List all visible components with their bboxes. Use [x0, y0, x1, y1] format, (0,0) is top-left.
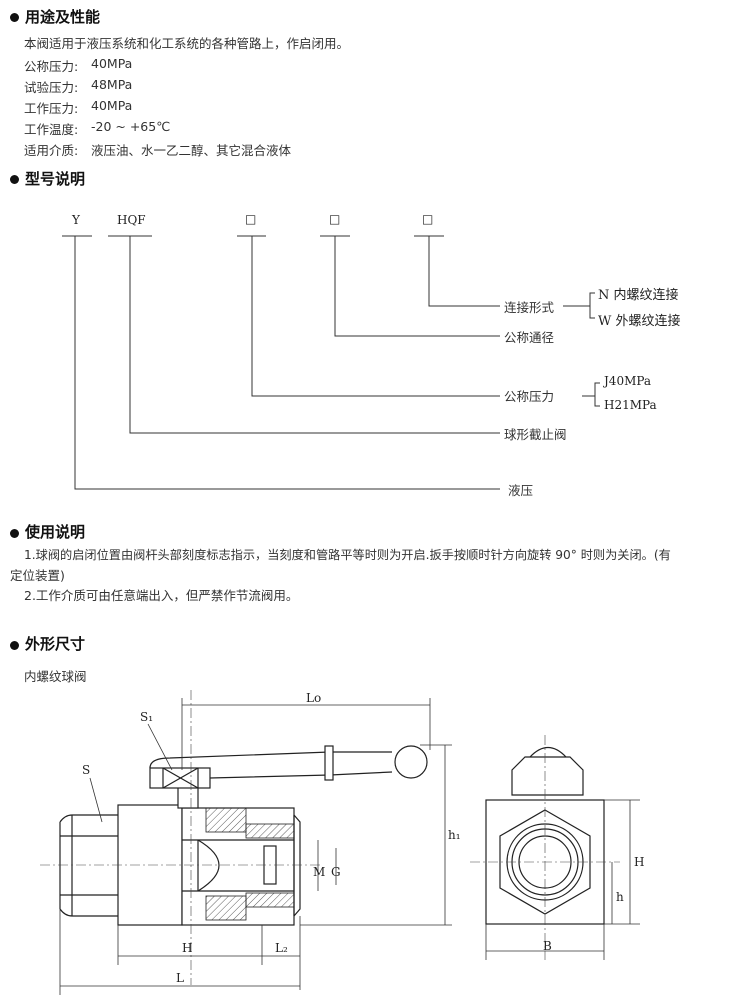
- section-title-model: 型号说明: [25, 170, 86, 188]
- dim-label-l2: L₂: [275, 941, 288, 955]
- label-ball-valve: 球形截止阀: [504, 427, 567, 442]
- dim-label-s: S: [82, 763, 91, 777]
- section-title-dimensions: 外形尺寸: [25, 635, 86, 653]
- spec-value: -20 ~ +65℃: [91, 119, 171, 134]
- spec-label: 适用介质:: [24, 143, 79, 158]
- dim-label-h1: h₁: [448, 828, 461, 842]
- usage-intro: 本阀适用于液压系统和化工系统的各种管路上，作启闭用。: [24, 36, 350, 51]
- model-code-diameter: □: [329, 212, 341, 226]
- dim-label-h-front: H: [182, 941, 193, 955]
- model-code-pressure: □: [245, 212, 257, 226]
- instruction-line-1b: 定位装置): [10, 568, 65, 583]
- spec-label: 试验压力:: [24, 80, 79, 95]
- section-bullet: [10, 529, 19, 538]
- dim-label-g: G: [331, 865, 341, 879]
- dim-label-lo: Lo: [306, 691, 322, 705]
- label-connection-form: 连接形式: [504, 300, 555, 315]
- dim-label-m: M: [313, 865, 326, 879]
- dimensions-subtitle: 内螺纹球阀: [24, 669, 87, 684]
- spec-label: 工作温度:: [24, 122, 79, 137]
- dim-label-h-side: H: [634, 855, 645, 869]
- instruction-line-2: 2.工作介质可由任意端出入，但严禁作节流阀用。: [24, 588, 299, 603]
- label-nominal-diameter: 公称通径: [504, 330, 555, 345]
- section-bullet: [10, 13, 19, 22]
- connection-option-n: N 内螺纹连接: [598, 288, 679, 303]
- dim-label-s1: S₁: [140, 710, 154, 724]
- pressure-option-h: H21MPa: [604, 398, 657, 412]
- spec-value: 48MPa: [91, 77, 133, 92]
- model-code-hqf: HQF: [117, 213, 146, 227]
- dim-label-l: L: [176, 971, 184, 985]
- instruction-line-1a: 1.球阀的启闭位置由阀杆头部刻度标志指示，当刻度和管路平等时则为开启.扳手按顺时…: [24, 548, 671, 562]
- spec-label: 工作压力:: [24, 101, 79, 116]
- label-hydraulic: 液压: [508, 483, 534, 498]
- section-title-instructions: 使用说明: [25, 523, 86, 541]
- dim-label-b: B: [543, 939, 552, 953]
- model-code-y: Y: [72, 213, 80, 227]
- section-bullet: [10, 641, 19, 650]
- pressure-option-j: J40MPa: [604, 374, 652, 388]
- connection-option-w: W 外螺纹连接: [598, 314, 681, 329]
- model-code-connection: □: [422, 212, 434, 226]
- dim-label-h-small: h: [616, 890, 624, 904]
- spec-value: 40MPa: [91, 98, 133, 113]
- spec-value: 40MPa: [91, 56, 133, 71]
- label-nominal-pressure: 公称压力: [504, 389, 555, 404]
- section-bullet: [10, 175, 19, 184]
- section-title-usage: 用途及性能: [25, 8, 101, 26]
- spec-label: 公称压力:: [24, 59, 79, 74]
- spec-value: 液压油、水一乙二醇、其它混合液体: [91, 143, 292, 158]
